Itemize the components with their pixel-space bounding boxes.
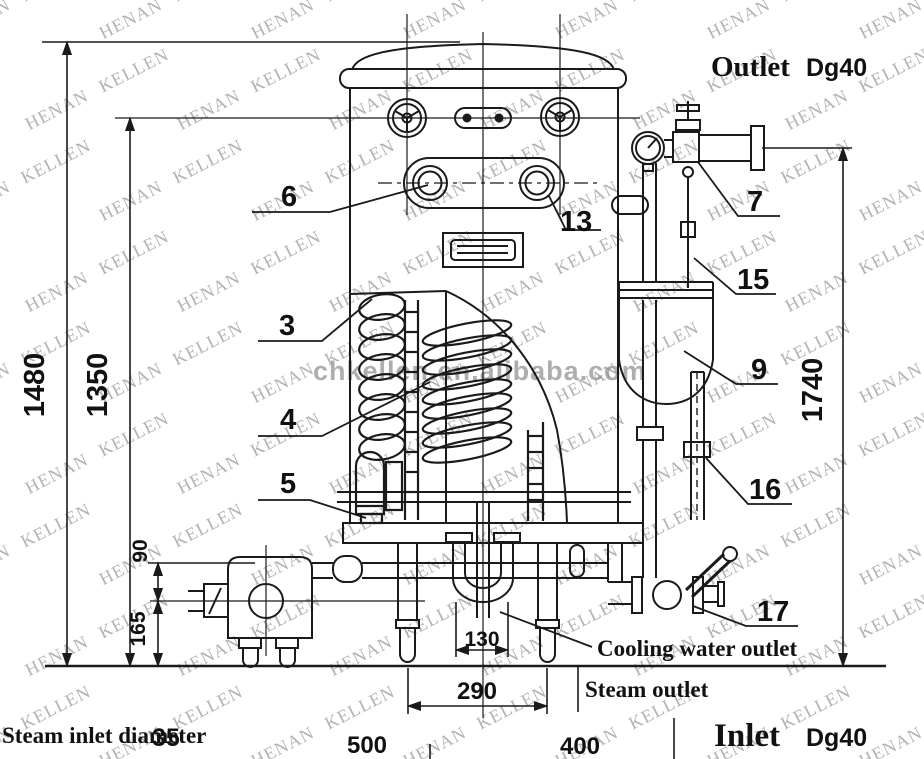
valve-handle-knob xyxy=(722,546,738,562)
dim-130: 130 xyxy=(464,628,499,651)
part-13-label: 13 xyxy=(560,206,592,238)
dim-400: 400 xyxy=(560,733,600,759)
dim-165: 165 xyxy=(127,611,150,646)
outlet-label: Outlet xyxy=(711,51,790,83)
burner-assembly xyxy=(188,555,608,668)
part-15-label: 15 xyxy=(737,264,769,296)
part-16-label: 16 xyxy=(749,474,781,506)
dim-500: 500 xyxy=(347,732,387,759)
part-3-label: 3 xyxy=(279,310,295,342)
dim-1480: 1480 xyxy=(19,353,51,418)
centerlines xyxy=(115,14,640,718)
support-legs xyxy=(395,543,585,663)
steam-outlet-label: Steam outlet xyxy=(585,677,709,702)
leader-lines xyxy=(252,161,798,648)
part-7-label: 7 xyxy=(747,186,763,218)
dim-90: 90 xyxy=(129,539,152,562)
nameplate xyxy=(442,232,524,268)
u-trap-pipe xyxy=(445,502,521,618)
steam-inlet-label: Steam inlet diameter xyxy=(2,723,206,748)
probe-rod xyxy=(680,166,696,288)
dim-1740: 1740 xyxy=(797,358,829,423)
part-9-label: 9 xyxy=(751,354,767,386)
outer-coil xyxy=(358,293,420,520)
dim-1350: 1350 xyxy=(82,353,114,418)
top-plate xyxy=(454,107,512,129)
vessel-dome xyxy=(351,42,615,71)
pipe-fitting xyxy=(332,555,363,583)
part-6-label: 6 xyxy=(281,181,297,213)
handwheel-right xyxy=(540,97,580,137)
level-gauge-glass xyxy=(683,371,711,520)
separator-vessel xyxy=(618,281,714,406)
pilot-burner xyxy=(354,450,404,525)
burner-nozzle xyxy=(203,583,229,618)
dome-flange xyxy=(339,68,627,89)
dim-290: 290 xyxy=(457,678,497,705)
pressure-gauge xyxy=(631,131,665,172)
side-nozzle xyxy=(611,195,649,215)
inlet-size-label: Dg40 xyxy=(806,724,867,752)
part-4-label: 4 xyxy=(280,404,296,436)
steam-inlet-value: 35 xyxy=(152,724,180,752)
part-5-label: 5 xyxy=(280,468,296,500)
riser-pipes xyxy=(636,163,664,578)
dimension-lines xyxy=(42,40,852,759)
inner-coil xyxy=(421,319,545,521)
drain-valve xyxy=(607,543,738,614)
part-17-label: 17 xyxy=(757,596,789,628)
inlet-label: Inlet xyxy=(714,718,780,754)
port-group xyxy=(403,157,565,209)
outlet-valve xyxy=(664,101,765,171)
outlet-size-label: Dg40 xyxy=(806,54,867,82)
cooling-water-outlet-label: Cooling water outlet xyxy=(597,636,798,661)
handwheel-left xyxy=(387,98,427,138)
